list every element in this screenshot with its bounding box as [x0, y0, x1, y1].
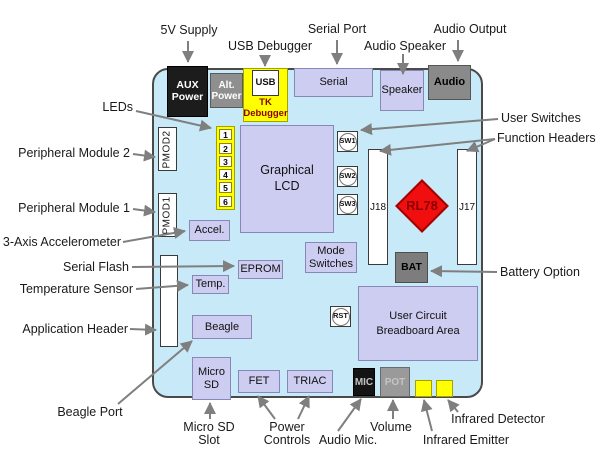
led-4: 4 — [219, 169, 232, 181]
rl78-chip: RL78 — [395, 179, 449, 233]
user-switch-sw3: SW3 — [337, 194, 358, 215]
triac-block: TRIAC — [287, 370, 333, 393]
led-3: 3 — [219, 155, 232, 167]
aux-power-connector: AUX Power — [167, 66, 208, 117]
led-2: 2 — [219, 142, 232, 154]
reset-switch: RST — [330, 306, 351, 327]
fet-block: FET — [238, 370, 280, 393]
led-1: 1 — [219, 129, 232, 141]
label-serial-port: Serial Port — [307, 22, 367, 36]
led-6: 6 — [219, 195, 232, 207]
pmod1-header: PMOD1 — [158, 193, 177, 237]
pmod2-label: PMOD2 — [162, 129, 173, 169]
infrared-detector-block — [436, 380, 453, 397]
speaker-block: Speaker — [380, 70, 424, 111]
arrow-infrared-detector — [447, 399, 460, 413]
label-peripheral-module-1: Peripheral Module 1 — [18, 201, 130, 215]
serial-connector: Serial — [294, 68, 373, 97]
label-user-switches: User Switches — [501, 111, 581, 125]
label-audio-mic: Audio Mic. — [318, 433, 378, 447]
user-switch-sw1: SW1 — [337, 131, 358, 152]
label-usb-debugger: USB Debugger — [227, 39, 313, 53]
breadboard-area: User Circuit Breadboard Area — [358, 286, 478, 361]
rl78-label: RL78 — [406, 197, 438, 213]
label-temperature-sensor: Temperature Sensor — [19, 282, 133, 296]
label-leds: LEDs — [102, 100, 133, 114]
label-application-header: Application Header — [22, 322, 128, 336]
volume-pot-block: POT — [380, 367, 410, 397]
label-beagle-port: Beagle Port — [57, 405, 123, 419]
label-5v-supply: 5V Supply — [160, 23, 218, 37]
sw1-label: SW1 — [339, 136, 356, 146]
function-header-j17: J17 — [457, 149, 477, 265]
label-peripheral-module-2: Peripheral Module 2 — [18, 146, 130, 160]
temp-sensor-block: Temp. — [192, 275, 229, 294]
rst-button-icon — [331, 307, 350, 326]
eprom-block: EPROM — [238, 260, 283, 279]
label-volume: Volume — [370, 420, 412, 434]
arrow-power-controls-triac — [297, 395, 310, 420]
label-infrared-emitter: Infrared Emitter — [422, 433, 510, 447]
sw3-button-icon — [338, 195, 357, 214]
beagle-block: Beagle — [192, 315, 252, 339]
label-audio-speaker: Audio Speaker — [363, 39, 446, 53]
led-5: 5 — [219, 182, 232, 194]
application-header-connector — [160, 255, 178, 347]
rst-label: RST — [333, 311, 348, 321]
pmod2-header: PMOD2 — [158, 127, 177, 171]
micro-sd-slot-block: Micro SD — [192, 357, 231, 400]
sw3-label: SW3 — [339, 199, 356, 209]
label-function-headers: Function Headers — [497, 131, 596, 145]
sw2-label: SW2 — [339, 171, 356, 181]
tk-debugger-label: TK Debugger — [243, 97, 288, 119]
sw1-button-icon — [338, 132, 357, 151]
label-power-controls: Power Controls — [263, 420, 311, 448]
audio-jack: Audio — [428, 65, 471, 100]
label-serial-flash: Serial Flash — [63, 260, 129, 274]
accelerometer-block: Accel. — [189, 220, 230, 241]
sw2-button-icon — [338, 167, 357, 186]
pmod1-label: PMOD1 — [162, 195, 173, 235]
label-micro-sd-slot: Micro SD Slot — [183, 420, 235, 448]
led-strip: 1 2 3 4 5 6 — [216, 126, 235, 210]
function-header-j18: J18 — [368, 149, 388, 265]
label-3axis-accelerometer: 3-Axis Accelerometer — [2, 235, 121, 249]
alt-power-connector: Alt. Power — [210, 73, 243, 108]
graphical-lcd: Graphical LCD — [240, 125, 334, 233]
microphone-block: MIC — [353, 368, 375, 396]
battery-holder: BAT — [395, 252, 428, 283]
label-infrared-detector: Infrared Detector — [451, 412, 545, 426]
mode-switches-block: Mode Switches — [305, 242, 357, 273]
label-battery-option: Battery Option — [500, 265, 580, 279]
arrow-power-controls-fet — [257, 395, 276, 420]
usb-connector: USB — [252, 70, 279, 96]
label-audio-output: Audio Output — [433, 22, 507, 36]
infrared-emitter-block — [415, 380, 432, 397]
user-switch-sw2: SW2 — [337, 166, 358, 187]
